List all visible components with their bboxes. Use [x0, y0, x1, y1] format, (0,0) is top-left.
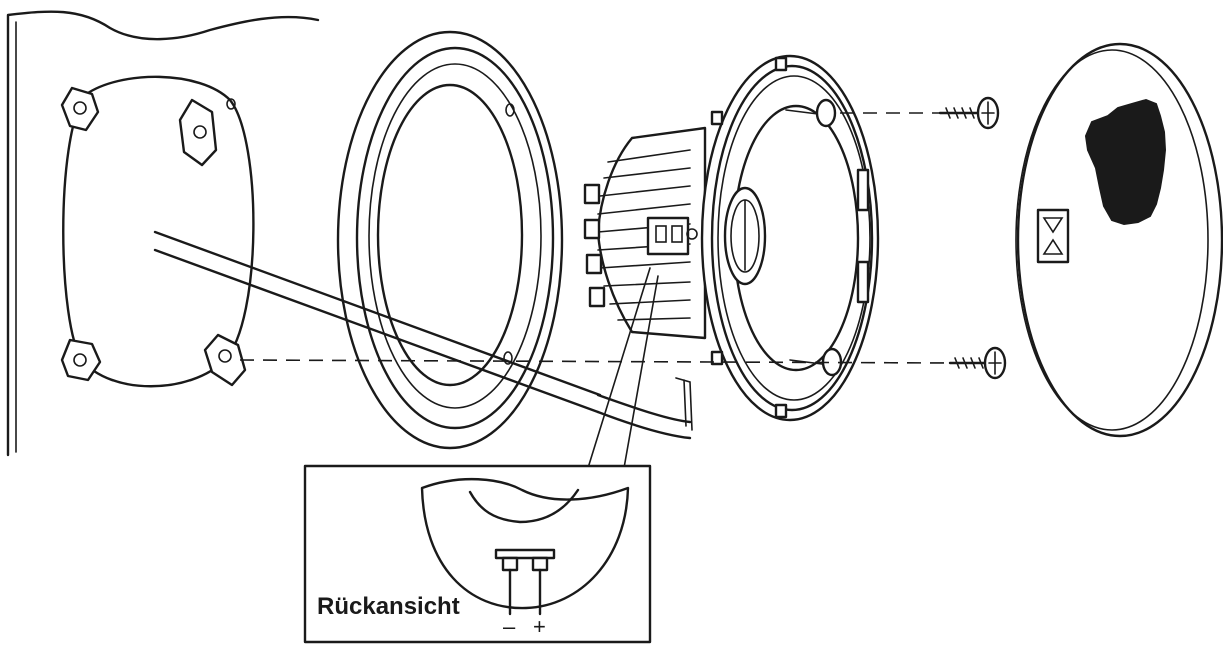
- inset-back-view: Rückansicht – +: [303, 464, 652, 644]
- screw-bottom: [948, 346, 1007, 380]
- inset-label: Rückansicht: [317, 593, 460, 620]
- callout-line: [587, 267, 659, 469]
- tab-bottom-left: [60, 338, 102, 382]
- speaker: [583, 54, 880, 422]
- alignment-line-bottom: [239, 359, 951, 364]
- tab-top-left: [60, 86, 100, 132]
- speaker-screw-top: [785, 98, 837, 128]
- tab-top-right: [178, 98, 218, 167]
- speaker-cable: [153, 230, 693, 440]
- door-panel: [6, 10, 320, 457]
- foam-cutaway: [1084, 98, 1167, 226]
- grille-cover: [1015, 42, 1223, 438]
- screw-top: [938, 96, 1000, 130]
- terminal-positive-label: +: [533, 614, 546, 639]
- terminal-negative-label: –: [503, 614, 516, 639]
- tab-bottom-right: [203, 333, 247, 387]
- spacer-ring: [336, 30, 564, 450]
